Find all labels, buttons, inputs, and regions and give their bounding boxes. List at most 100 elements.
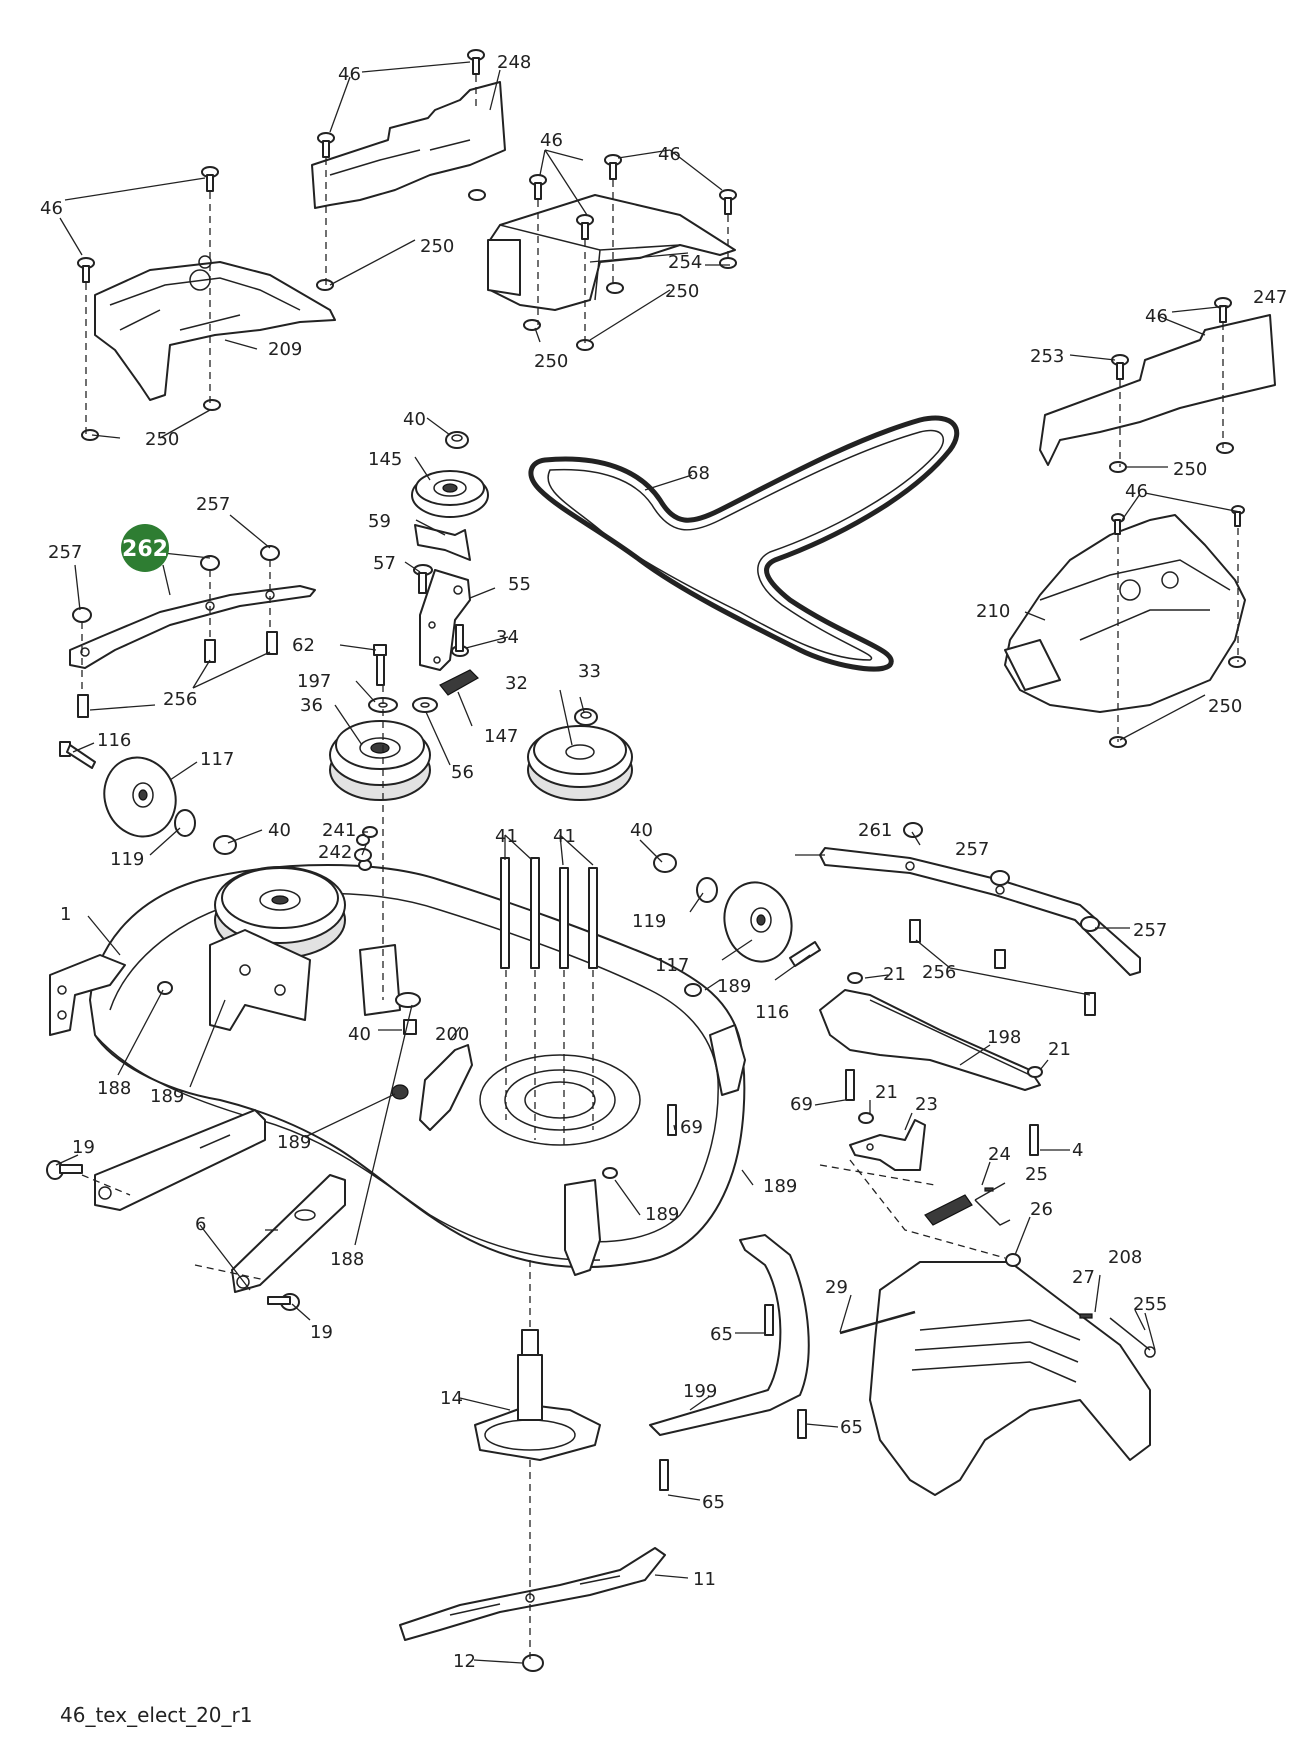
callout-46: 46 <box>1125 481 1148 502</box>
part-6-lift-link-rear <box>231 1174 346 1293</box>
callout-189: 189 <box>277 1132 311 1153</box>
callout-26: 26 <box>1030 1199 1053 1220</box>
callout-55: 55 <box>508 574 531 595</box>
highlight-badge-label: 262 <box>122 537 168 562</box>
callout-32: 32 <box>505 673 528 694</box>
callout-41: 41 <box>553 826 576 847</box>
callout-21: 21 <box>875 1082 898 1103</box>
callout-250: 250 <box>420 236 454 257</box>
part-56-washer <box>412 697 438 713</box>
highlight-badge-262[interactable]: 262 <box>121 524 169 572</box>
callout-40: 40 <box>403 409 426 430</box>
part-59-bracket <box>414 524 471 561</box>
part-12-bolt <box>522 1654 544 1672</box>
callout-188: 188 <box>330 1249 364 1270</box>
part-116-bolt-right <box>789 941 821 967</box>
callout-46: 46 <box>338 64 361 85</box>
part-262-baffle-bar <box>69 585 316 669</box>
callout-197: 197 <box>297 671 331 692</box>
callout-147: 147 <box>484 726 518 747</box>
callout-189: 189 <box>150 1086 184 1107</box>
callout-261: 261 <box>858 820 892 841</box>
callout-189: 189 <box>717 976 751 997</box>
callout-250: 250 <box>665 281 699 302</box>
part-19-bolt-front <box>46 1160 83 1180</box>
callout-23: 23 <box>915 1094 938 1115</box>
part-19-bolt-rear <box>267 1293 300 1311</box>
callout-40: 40 <box>268 820 291 841</box>
drawing-code: 46_tex_elect_20_r1 <box>60 1703 253 1727</box>
callout-65: 65 <box>710 1324 733 1345</box>
callout-250: 250 <box>145 429 179 450</box>
part-247-guard-right <box>1039 314 1276 466</box>
callout-116: 116 <box>755 1002 789 1023</box>
callout-59: 59 <box>368 511 391 532</box>
leader-lines <box>55 61 1241 1664</box>
callout-56: 56 <box>451 762 474 783</box>
callout-27: 27 <box>1072 1267 1095 1288</box>
callout-21: 21 <box>883 964 906 985</box>
callout-248: 248 <box>497 52 531 73</box>
callout-257: 257 <box>196 494 230 515</box>
callout-117: 117 <box>655 955 689 976</box>
fastener-group <box>72 49 1246 1491</box>
callout-250: 250 <box>534 351 568 372</box>
callout-33: 33 <box>578 661 601 682</box>
callout-198: 198 <box>987 1027 1021 1048</box>
callout-40: 40 <box>348 1024 371 1045</box>
callout-189: 189 <box>763 1176 797 1197</box>
part-119-washer-right <box>696 877 718 903</box>
part-1-mower-deck <box>49 834 746 1276</box>
part-29-rod <box>839 1310 916 1335</box>
part-40-nut-left <box>213 835 237 855</box>
callout-119: 119 <box>632 911 666 932</box>
callout-257: 257 <box>1133 920 1167 941</box>
part-6-lift-link-front <box>94 1109 266 1211</box>
callout-200: 200 <box>435 1024 469 1045</box>
callout-188: 188 <box>97 1078 131 1099</box>
part-199-spring-rod <box>649 1234 810 1436</box>
callout-242: 242 <box>318 842 352 863</box>
part-14-spindle <box>474 1329 601 1461</box>
callout-255: 255 <box>1133 1294 1167 1315</box>
callout-253: 253 <box>1030 346 1064 367</box>
callout-256: 256 <box>922 962 956 983</box>
callout-46: 46 <box>540 130 563 151</box>
part-57-bolt <box>413 564 433 594</box>
part-25-spring <box>924 1194 1011 1226</box>
part-55-idler-arm <box>419 569 471 671</box>
part-117-gauge-wheel-right <box>723 881 793 963</box>
callout-12: 12 <box>453 1651 476 1672</box>
part-36-pulley <box>329 720 431 801</box>
part-34-bolt <box>451 624 469 657</box>
callout-57: 57 <box>373 553 396 574</box>
callout-250: 250 <box>1173 459 1207 480</box>
callout-46: 46 <box>658 144 681 165</box>
callout-208: 208 <box>1108 1247 1142 1268</box>
callout-69: 69 <box>790 1094 813 1115</box>
callout-46: 46 <box>40 198 63 219</box>
part-116-bolt-left <box>59 741 96 769</box>
callout-21: 21 <box>1048 1039 1071 1060</box>
part-33-nut <box>574 708 598 726</box>
part-255-clip <box>1109 1317 1156 1358</box>
callout-labels: 46 248 46 250 209 250 46 46 254 250 250 … <box>40 52 1287 1672</box>
callout-241: 241 <box>322 820 356 841</box>
assembly-lines <box>81 75 1239 1660</box>
part-27-discharge-chute <box>869 1261 1151 1496</box>
part-117-gauge-wheel-left <box>103 756 177 838</box>
callout-189: 189 <box>645 1204 679 1225</box>
callout-65: 65 <box>702 1492 725 1513</box>
part-62-bolt <box>373 644 387 686</box>
part-210-belt-cover-right <box>1004 514 1246 713</box>
callout-34: 34 <box>496 627 519 648</box>
part-11-blade <box>399 1547 666 1641</box>
callout-247: 247 <box>1253 287 1287 308</box>
callout-11: 11 <box>693 1569 716 1590</box>
callout-65: 65 <box>840 1417 863 1438</box>
callout-46: 46 <box>1145 306 1168 327</box>
part-23-bracket <box>849 1119 926 1171</box>
part-40-nut-top <box>445 431 469 449</box>
callout-145: 145 <box>368 449 402 470</box>
callout-250: 250 <box>1208 696 1242 717</box>
